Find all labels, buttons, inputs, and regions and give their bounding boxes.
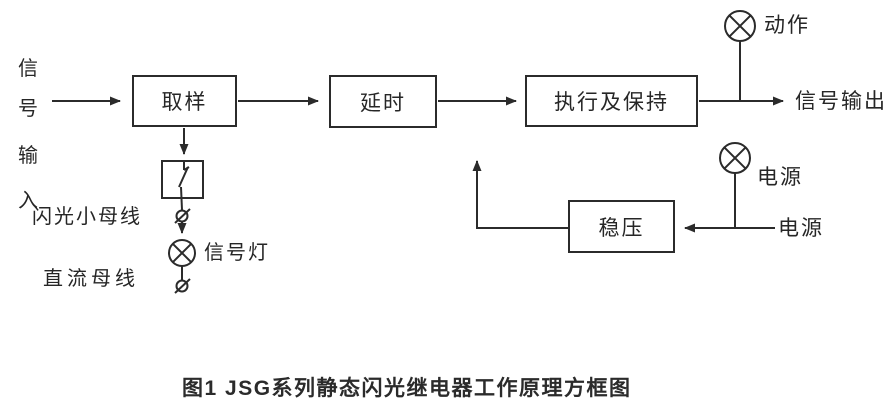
regulator-box: 稳压: [568, 200, 675, 253]
switch-contact-icon: [161, 160, 204, 211]
regulator-box-label: 稳压: [598, 216, 645, 240]
power-lamp-label: 电源: [757, 166, 803, 189]
sampling-box-label: 取样: [161, 91, 208, 114]
sampling-box: 取样: [132, 75, 237, 127]
power-lamp-icon: [719, 142, 751, 227]
signal-lamp-icon: [168, 239, 196, 280]
action-lamp-icon: [724, 10, 756, 100]
execute-hold-box: 执行及保持: [525, 75, 698, 127]
action-lamp-label: 动作: [764, 14, 810, 37]
signal-output-label: 信号输出: [795, 90, 887, 113]
input-vertical-char-1: 信: [18, 58, 38, 80]
flash-small-bus-label: 闪光小母线: [32, 206, 142, 228]
slashed-terminal-icon: [174, 278, 191, 294]
figure-caption: 图1 JSG系列静态闪光继电器工作原理方框图: [182, 377, 632, 400]
dc-bus-label: 直流母线: [43, 268, 139, 290]
delay-box: 延时: [329, 75, 437, 128]
input-vertical-char-4: 入: [18, 190, 38, 212]
execute-hold-box-label: 执行及保持: [554, 91, 669, 114]
signal-lamp-label: 信号灯: [204, 242, 270, 264]
delay-box-label: 延时: [360, 91, 406, 115]
power-source-label: 电源: [778, 217, 824, 240]
input-vertical-char-2: 号: [18, 98, 38, 120]
arrow-regulator-feedback: [472, 160, 568, 229]
input-vertical-char-3: 输: [18, 145, 38, 167]
slashed-terminal-icon: [174, 208, 191, 224]
